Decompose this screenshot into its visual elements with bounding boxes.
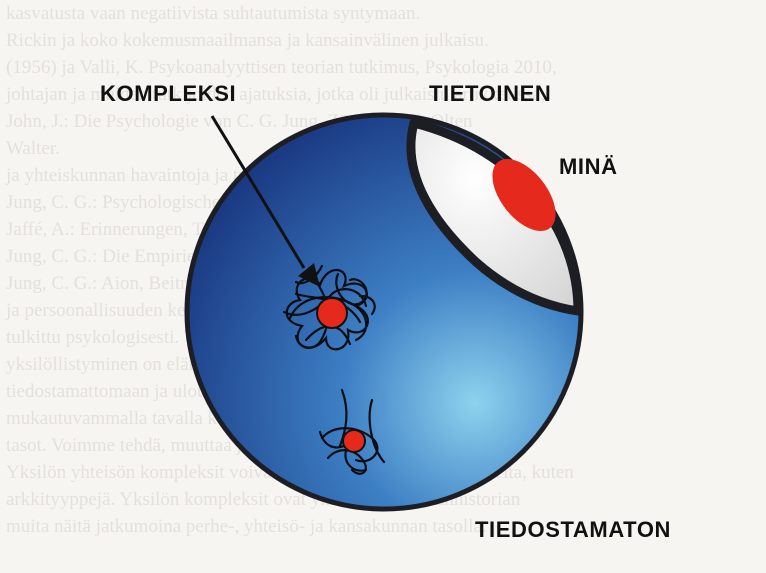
label-mina: MINÄ <box>559 154 618 179</box>
label-tietoinen: TIETOINEN <box>429 81 551 106</box>
label-tiedostamaton: TIEDOSTAMATON <box>475 517 671 542</box>
label-kompleksi: KOMPLEKSI <box>100 81 236 106</box>
complex-core-large <box>317 298 347 328</box>
complex-core-small <box>343 430 365 452</box>
